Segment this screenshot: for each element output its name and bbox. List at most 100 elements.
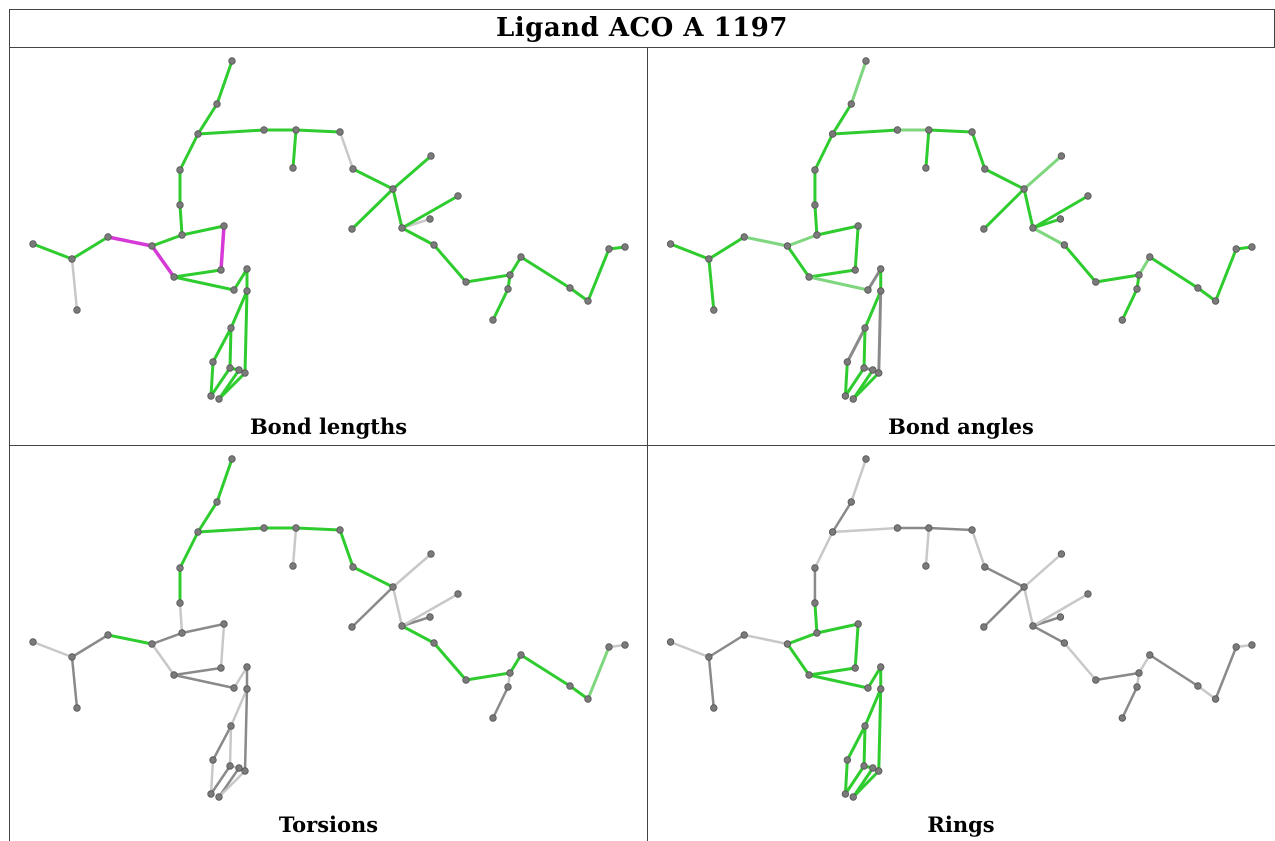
atom xyxy=(869,764,877,772)
bond xyxy=(172,268,223,279)
atom xyxy=(1060,639,1069,647)
atom xyxy=(227,722,235,730)
atom xyxy=(1248,641,1256,649)
bond xyxy=(1031,624,1066,645)
atom xyxy=(851,664,859,672)
bond xyxy=(1120,287,1139,322)
bond xyxy=(209,360,215,398)
atom xyxy=(877,287,885,295)
bond xyxy=(70,633,110,659)
atom xyxy=(489,714,497,722)
bond xyxy=(209,758,215,796)
bond xyxy=(853,622,860,670)
atom xyxy=(877,265,885,273)
atom xyxy=(861,722,869,730)
atom xyxy=(207,392,215,400)
bond xyxy=(432,243,468,284)
atom xyxy=(705,255,713,263)
atom xyxy=(104,631,112,639)
atom xyxy=(517,651,525,659)
bond xyxy=(350,585,395,629)
bond xyxy=(391,585,404,628)
bond xyxy=(845,326,867,364)
atom xyxy=(289,562,297,570)
bond xyxy=(1031,194,1090,230)
atom xyxy=(860,364,868,372)
atom xyxy=(462,676,470,684)
atom xyxy=(226,762,234,770)
atom xyxy=(176,599,184,607)
bond xyxy=(970,528,987,569)
figure-frame: Ligand ACO A 1197 Bond lengths Bond angl… xyxy=(9,9,1275,841)
atom xyxy=(389,185,397,193)
bond xyxy=(391,552,433,589)
bond xyxy=(831,102,853,136)
bond xyxy=(1148,653,1200,688)
bond xyxy=(983,167,1026,191)
atom xyxy=(178,629,186,637)
atom xyxy=(584,297,592,305)
atom xyxy=(566,284,574,292)
bond xyxy=(1094,273,1141,284)
bond xyxy=(862,326,867,370)
bond xyxy=(831,526,899,534)
bond xyxy=(178,530,200,570)
atom xyxy=(426,613,434,621)
atom xyxy=(1056,215,1065,223)
bond xyxy=(432,641,468,682)
bond xyxy=(1214,247,1238,303)
atom xyxy=(1020,583,1028,591)
atom xyxy=(877,685,885,693)
atom xyxy=(29,638,37,646)
atom xyxy=(243,265,251,273)
bond xyxy=(178,203,184,237)
bond xyxy=(294,128,342,134)
bond xyxy=(178,601,184,635)
atom xyxy=(925,126,933,134)
bond xyxy=(813,203,819,237)
bond xyxy=(291,128,298,170)
bond xyxy=(209,764,232,796)
atom xyxy=(605,643,613,651)
bond xyxy=(831,128,899,136)
panel-bond-lengths: Bond lengths xyxy=(10,48,647,445)
bond xyxy=(1022,552,1063,589)
bond xyxy=(843,366,866,398)
bond xyxy=(851,769,881,799)
bond xyxy=(850,457,868,504)
atom xyxy=(705,653,713,661)
title-divider xyxy=(9,47,1275,48)
atom xyxy=(213,100,221,108)
atom xyxy=(710,704,718,712)
bond xyxy=(1094,671,1141,682)
bond xyxy=(215,457,234,504)
atom xyxy=(226,364,234,372)
atom xyxy=(1248,243,1256,251)
bond xyxy=(31,640,74,659)
bond xyxy=(982,585,1026,629)
atom xyxy=(398,622,406,630)
panel-caption: Rings xyxy=(927,812,995,837)
bond xyxy=(568,286,590,303)
bond xyxy=(70,257,79,312)
atom xyxy=(209,358,217,366)
atom xyxy=(454,192,462,200)
panel-caption: Bond angles xyxy=(888,414,1034,439)
column-divider xyxy=(647,47,648,841)
bond xyxy=(845,724,867,762)
atom xyxy=(1118,316,1127,324)
bond xyxy=(150,642,176,677)
atom xyxy=(922,562,930,570)
atom xyxy=(104,233,112,241)
atom xyxy=(228,455,236,463)
atom xyxy=(1135,271,1143,279)
atom xyxy=(194,528,202,536)
bond xyxy=(568,684,590,701)
atom xyxy=(813,231,821,239)
atom xyxy=(828,528,837,536)
bond xyxy=(707,257,716,312)
bond xyxy=(219,224,226,272)
bond xyxy=(1063,641,1098,682)
atom xyxy=(430,639,438,647)
bond xyxy=(106,235,154,248)
